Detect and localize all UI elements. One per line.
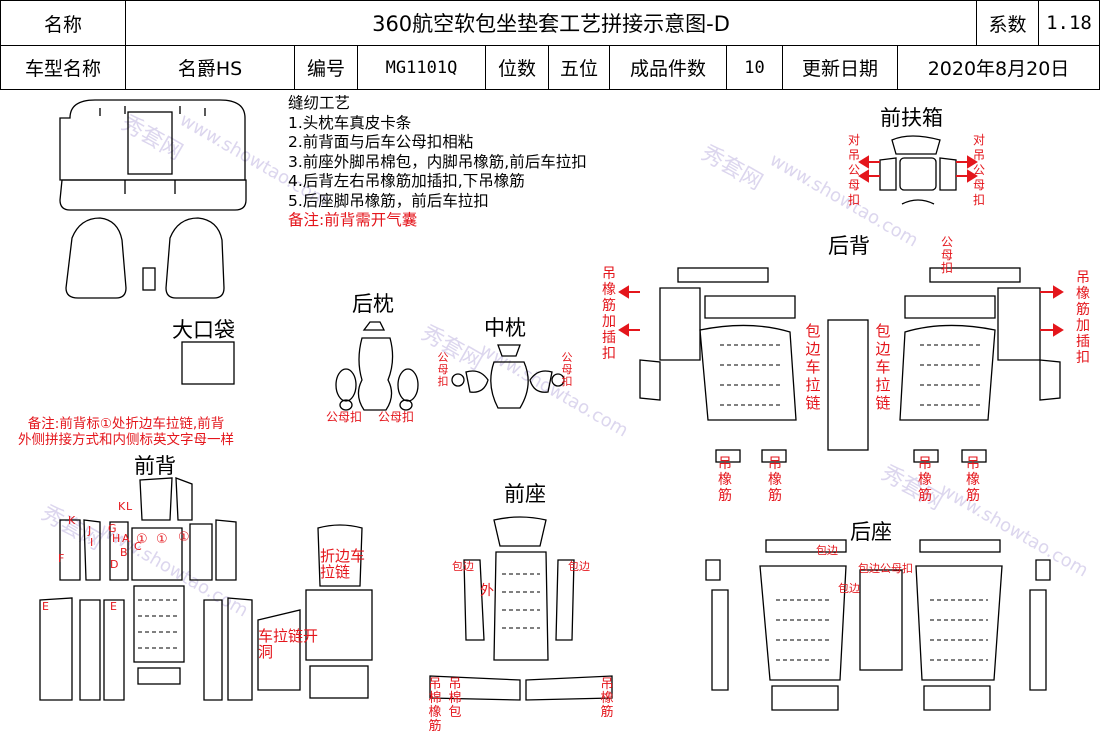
stitching-note: 备注:前背需开气囊 bbox=[288, 211, 418, 229]
annotation-snap-pair: 对吊公母扣 bbox=[847, 133, 860, 207]
annotation-arrows bbox=[618, 155, 1064, 337]
stitching-process: 缝纫工艺 1.头枕车真皮卡条 2.前背面与后车公母扣相粘 3.前座外脚吊棉包，内… bbox=[288, 94, 587, 231]
annotation-zipper-open: 车拉链开洞 bbox=[258, 627, 319, 661]
label-rear-headrest: 后枕 bbox=[352, 292, 394, 316]
piece-letter: J bbox=[88, 524, 92, 537]
front-back-seams bbox=[138, 599, 180, 649]
stitching-step: 4.后背左右吊橡筋加插扣,下吊橡筋 bbox=[288, 172, 525, 190]
rear-seat-pieces bbox=[705, 539, 1051, 711]
piece-letter: D bbox=[110, 558, 119, 571]
front-back-pieces bbox=[39, 477, 373, 701]
annotation-edge: 包边 bbox=[838, 582, 860, 595]
front-back-note: 备注:前背标①处折边车拉链,前背 外侧拼接方式和内侧标英文字母一样 bbox=[18, 416, 234, 448]
piece-letter: A bbox=[122, 532, 130, 545]
front-back-note-line: 备注:前背标①处折边车拉链,前背 bbox=[27, 416, 225, 432]
piece-letter: K bbox=[118, 500, 126, 513]
label-front-armrest: 前扶箱 bbox=[880, 106, 943, 130]
big-pocket-piece bbox=[181, 341, 235, 385]
front-seat-seams bbox=[502, 573, 540, 629]
annotation-edge-snap: 包边公母扣 bbox=[858, 562, 913, 575]
annotation-hang-elastic-snap: 吊橡筋加插扣 bbox=[602, 266, 616, 362]
rear-seat-seams bbox=[776, 599, 988, 661]
piece-letter: G bbox=[108, 522, 117, 535]
front-back-note-line: 外侧拼接方式和内侧标英文字母一样 bbox=[18, 432, 234, 448]
stitching-step: 2.前背面与后车公母扣相粘 bbox=[288, 133, 474, 151]
front-seat-pieces bbox=[429, 516, 613, 701]
label-front-back: 前背 bbox=[134, 454, 176, 478]
annotation-male-female-snap: 公母扣 bbox=[940, 235, 953, 275]
annotation-hang-elastic: 吊橡筋 bbox=[600, 677, 614, 720]
piece-letter: L bbox=[126, 500, 133, 513]
annotation-male-female-snap: 公母扣 bbox=[326, 410, 363, 424]
annotation-male-female-snap: 公母扣 bbox=[378, 410, 415, 424]
annotation-hang-cotton-elastic: 吊棉橡筋 bbox=[428, 677, 442, 734]
front-armrest-pieces bbox=[879, 135, 957, 205]
label-rear-back: 后背 bbox=[828, 234, 870, 258]
spec-table: 名称 360航空软包坐垫套工艺拼接示意图-D 系数 1.18 车型名称 名爵HS… bbox=[0, 0, 1100, 90]
stitching-step: 5.后座脚吊橡筋，前后车拉扣 bbox=[288, 191, 489, 210]
annotation-hang-elastic: 吊橡筋 bbox=[768, 456, 782, 504]
annotation-hang-elastic: 吊橡筋 bbox=[966, 456, 980, 504]
piece-letter: C bbox=[134, 540, 142, 553]
piece-letter: I bbox=[90, 536, 94, 549]
annotation-hang-elastic-snap: 吊橡筋加插扣 bbox=[1076, 270, 1090, 366]
annotation-outer: 外 bbox=[480, 583, 494, 599]
circle-marker: ① bbox=[156, 532, 168, 547]
annotation-edge: 包边 bbox=[568, 560, 590, 573]
stitching-title: 缝纫工艺 bbox=[288, 94, 351, 112]
annotation-edge-zipper: 包边车拉链 bbox=[805, 322, 821, 412]
rear-back-pieces bbox=[639, 267, 1061, 463]
annotation-hang-elastic: 吊橡筋 bbox=[918, 456, 932, 504]
annotation-fold-zipper: 折边车拉链 bbox=[320, 547, 366, 581]
rear-back-seams bbox=[720, 344, 980, 406]
annotation-hang-cotton-pack: 吊棉包 bbox=[448, 677, 462, 720]
piece-letter: E bbox=[42, 600, 49, 613]
rear-headrest-pieces bbox=[335, 321, 419, 411]
annotation-edge: 包边 bbox=[452, 560, 474, 573]
annotation-male-female-snap: 公母扣 bbox=[437, 351, 449, 388]
piece-letter: B bbox=[120, 546, 128, 559]
annotation-snap-pair: 对吊公母扣 bbox=[972, 133, 985, 207]
circle-marker: ① bbox=[136, 532, 148, 547]
annotation-hang-elastic: 吊橡筋 bbox=[718, 456, 732, 504]
label-front-seat: 前座 bbox=[504, 482, 546, 506]
annotation-edge-zipper: 包边车拉链 bbox=[875, 322, 891, 412]
annotation-male-female-snap: 公母扣 bbox=[561, 351, 573, 388]
piece-letter: H bbox=[112, 532, 121, 545]
front-seat-overview bbox=[65, 217, 225, 299]
stitching-step: 3.前座外脚吊棉包，内脚吊橡筋,前后车拉扣 bbox=[288, 152, 587, 171]
rear-bench-overview bbox=[59, 99, 247, 211]
piece-letter: E bbox=[110, 600, 117, 613]
piece-letter: F bbox=[58, 552, 65, 565]
label-mid-headrest: 中枕 bbox=[484, 316, 526, 340]
stitching-step: 1.头枕车真皮卡条 bbox=[288, 113, 412, 132]
circle-marker: ① bbox=[178, 530, 190, 545]
label-big-pocket: 大口袋 bbox=[172, 318, 235, 342]
label-rear-seat: 后座 bbox=[850, 520, 892, 544]
piece-letter: K bbox=[68, 514, 76, 527]
annotation-edge: 包边 bbox=[816, 544, 838, 557]
mid-headrest-pieces bbox=[451, 344, 565, 409]
